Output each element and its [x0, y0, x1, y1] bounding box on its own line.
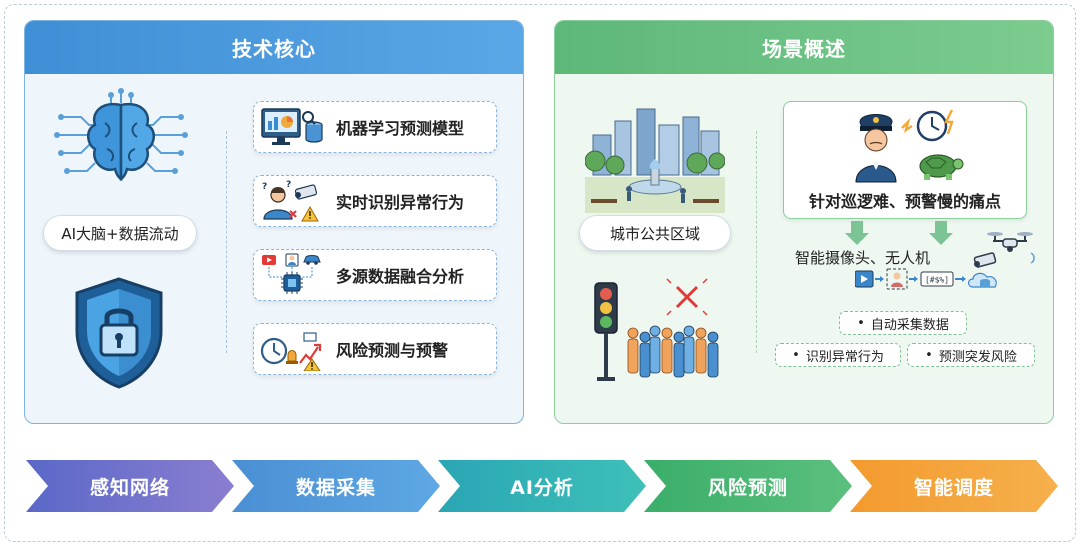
tag-label: 识别异常行为 — [805, 349, 884, 365]
down-arrows-icon — [845, 221, 953, 245]
tag-detect-anomaly: • 识别异常行为 — [775, 343, 901, 367]
divider — [756, 131, 757, 353]
data-chip-text: [#$%] — [925, 276, 949, 285]
multi-source-chip-icon — [262, 253, 321, 294]
ai-brain-label: AI大脑+数据流动 — [43, 215, 197, 251]
tag-auto-collect: • 自动采集数据 — [839, 311, 967, 335]
feature-card-anomaly-detection: ? ? 实时识别异常行为 — [253, 175, 497, 227]
pipeline-step-risk-prediction: 风险预测 — [644, 460, 852, 512]
tag-bullet: • — [925, 347, 933, 363]
camera-drone-icon — [973, 232, 1035, 268]
feature-label: 风险预测与预警 — [336, 341, 449, 360]
traffic-light-crowd-icon — [594, 278, 719, 381]
feature-label: 多源数据融合分析 — [336, 267, 465, 286]
pipeline-step-perception: 感知网络 — [26, 460, 234, 512]
tag-bullet: • — [792, 347, 800, 363]
pain-point-label: 针对巡逻难、预警慢的痛点 — [808, 192, 1001, 211]
outer-frame — [4, 4, 1076, 542]
feature-card-data-fusion: 多源数据融合分析 — [253, 249, 497, 301]
police-clock-turtle-icon — [855, 109, 964, 183]
person-camera-warning-icon: ? ? — [262, 180, 319, 222]
svg-text:?: ? — [286, 180, 291, 190]
tech-core-panel: 技术核心 AI大脑+数据流动 — [24, 20, 524, 424]
pain-point-box: 针对巡逻难、预警慢的痛点 — [783, 101, 1027, 219]
tag-bullet: • — [857, 315, 865, 331]
feature-card-risk-warning: 风险预测与预警 — [253, 323, 497, 375]
brain-circuit-icon — [54, 88, 188, 182]
pipeline-step-ai-analysis: AI分析 — [438, 460, 646, 512]
devices-label: 智能摄像头、无人机 — [795, 249, 931, 267]
tag-label: 预测突发风险 — [938, 349, 1017, 365]
shield-lock-icon — [75, 277, 163, 389]
feature-card-ml-model: 机器学习预测模型 — [253, 101, 497, 153]
scene-overview-panel: 场景概述 城市公共区域 — [554, 20, 1054, 424]
video-person-cloud-flow-icon: [#$%] — [855, 268, 997, 290]
tag-predict-risk: • 预测突发风险 — [907, 343, 1035, 367]
city-park-icon — [585, 108, 725, 213]
pipeline-step-smart-dispatch: 智能调度 — [850, 460, 1058, 512]
clock-alarm-trend-icon — [260, 332, 322, 371]
feature-label: 实时识别异常行为 — [336, 193, 465, 212]
tag-label: 自动采集数据 — [870, 317, 949, 333]
feature-label: 机器学习预测模型 — [336, 119, 465, 138]
monitor-chart-database-icon — [261, 108, 323, 145]
divider — [226, 131, 227, 353]
city-public-area-label: 城市公共区域 — [579, 215, 731, 251]
scene-overview-title: 场景概述 — [555, 21, 1053, 74]
svg-text:?: ? — [262, 182, 267, 192]
pipeline-step-collection: 数据采集 — [232, 460, 440, 512]
tech-core-title: 技术核心 — [25, 21, 523, 74]
